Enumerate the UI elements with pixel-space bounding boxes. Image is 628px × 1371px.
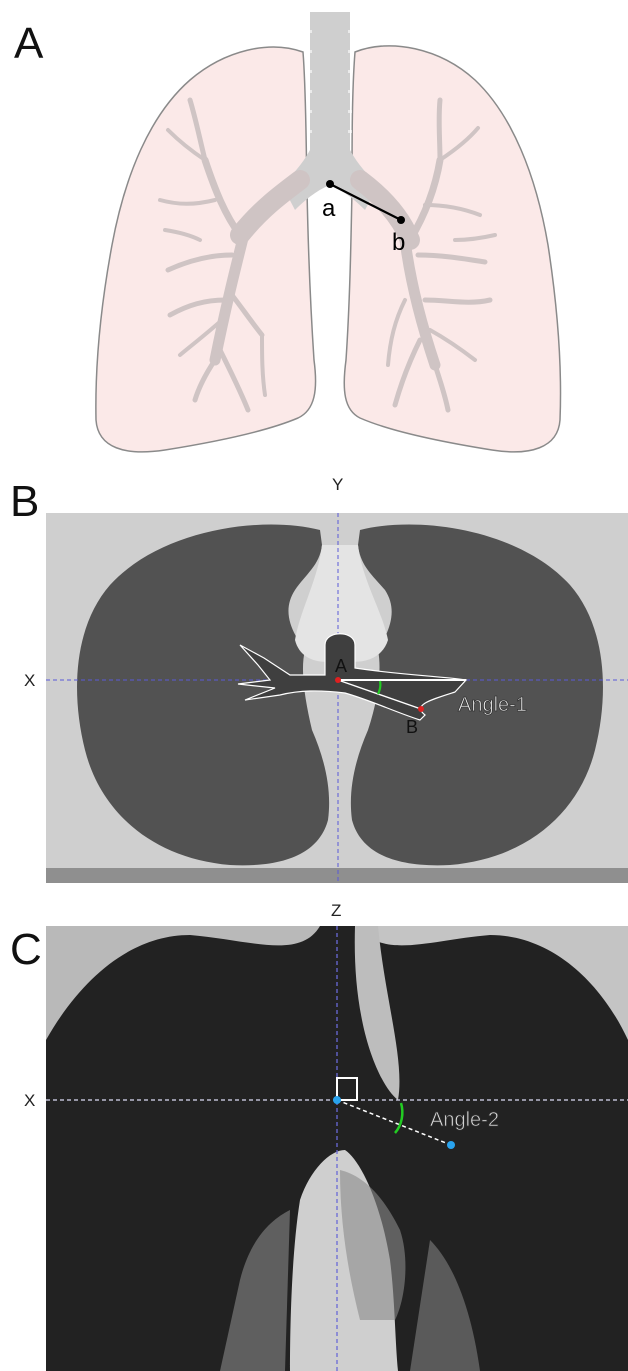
- angle-2-label: Angle-2: [430, 1109, 499, 1131]
- point-c-end: [447, 1141, 455, 1149]
- point-c-origin: [333, 1096, 341, 1104]
